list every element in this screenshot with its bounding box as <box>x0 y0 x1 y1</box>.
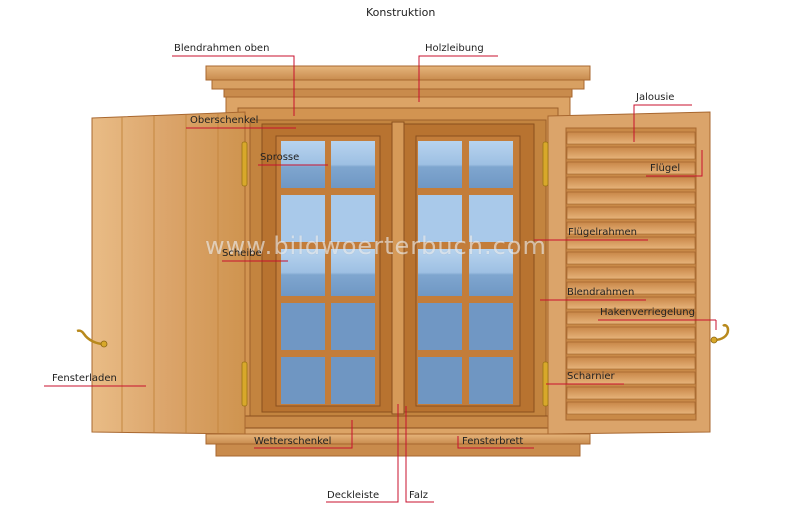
louver-slat <box>567 252 695 264</box>
louver-slat <box>567 207 695 219</box>
label-fluegelrahmen: Flügelrahmen <box>568 227 637 239</box>
louver-slat <box>567 192 695 204</box>
label-blendrahmen-oben: Blendrahmen oben <box>174 43 269 55</box>
louver-slat <box>567 177 695 189</box>
louver-slat <box>567 387 695 399</box>
label-scheibe: Scheibe <box>222 248 262 260</box>
label-falz: Falz <box>409 490 428 502</box>
label-jalousie: Jalousie <box>636 92 674 104</box>
top-cornice <box>206 66 590 97</box>
label-fensterbrett: Fensterbrett <box>462 436 523 448</box>
label-fensterladen: Fensterladen <box>52 373 117 385</box>
label-wetterschenkel: Wetterschenkel <box>254 436 331 448</box>
diagram-title: Konstruktion <box>366 7 435 19</box>
left-casement <box>262 124 393 412</box>
louver-slat <box>567 342 695 354</box>
label-deckleiste: Deckleiste <box>327 490 379 502</box>
louver-slat <box>567 147 695 159</box>
label-blendrahmen: Blendrahmen <box>567 287 634 299</box>
label-fluegel: Flügel <box>650 163 680 175</box>
label-scharnier: Scharnier <box>567 371 615 383</box>
label-sprosse: Sprosse <box>260 152 299 164</box>
cover-strip <box>392 122 404 414</box>
hook-latch-right <box>711 325 728 343</box>
label-oberschenkel: Oberschenkel <box>190 115 258 127</box>
label-hakenverriegelung: Hakenverriegelung <box>600 307 695 319</box>
louver-slat <box>567 357 695 369</box>
louver-slat <box>567 402 695 414</box>
right-casement <box>403 124 534 412</box>
louver-slat <box>567 267 695 279</box>
label-holzleibung: Holzleibung <box>425 43 484 55</box>
louver-slat <box>567 132 695 144</box>
louver-slat <box>567 327 695 339</box>
